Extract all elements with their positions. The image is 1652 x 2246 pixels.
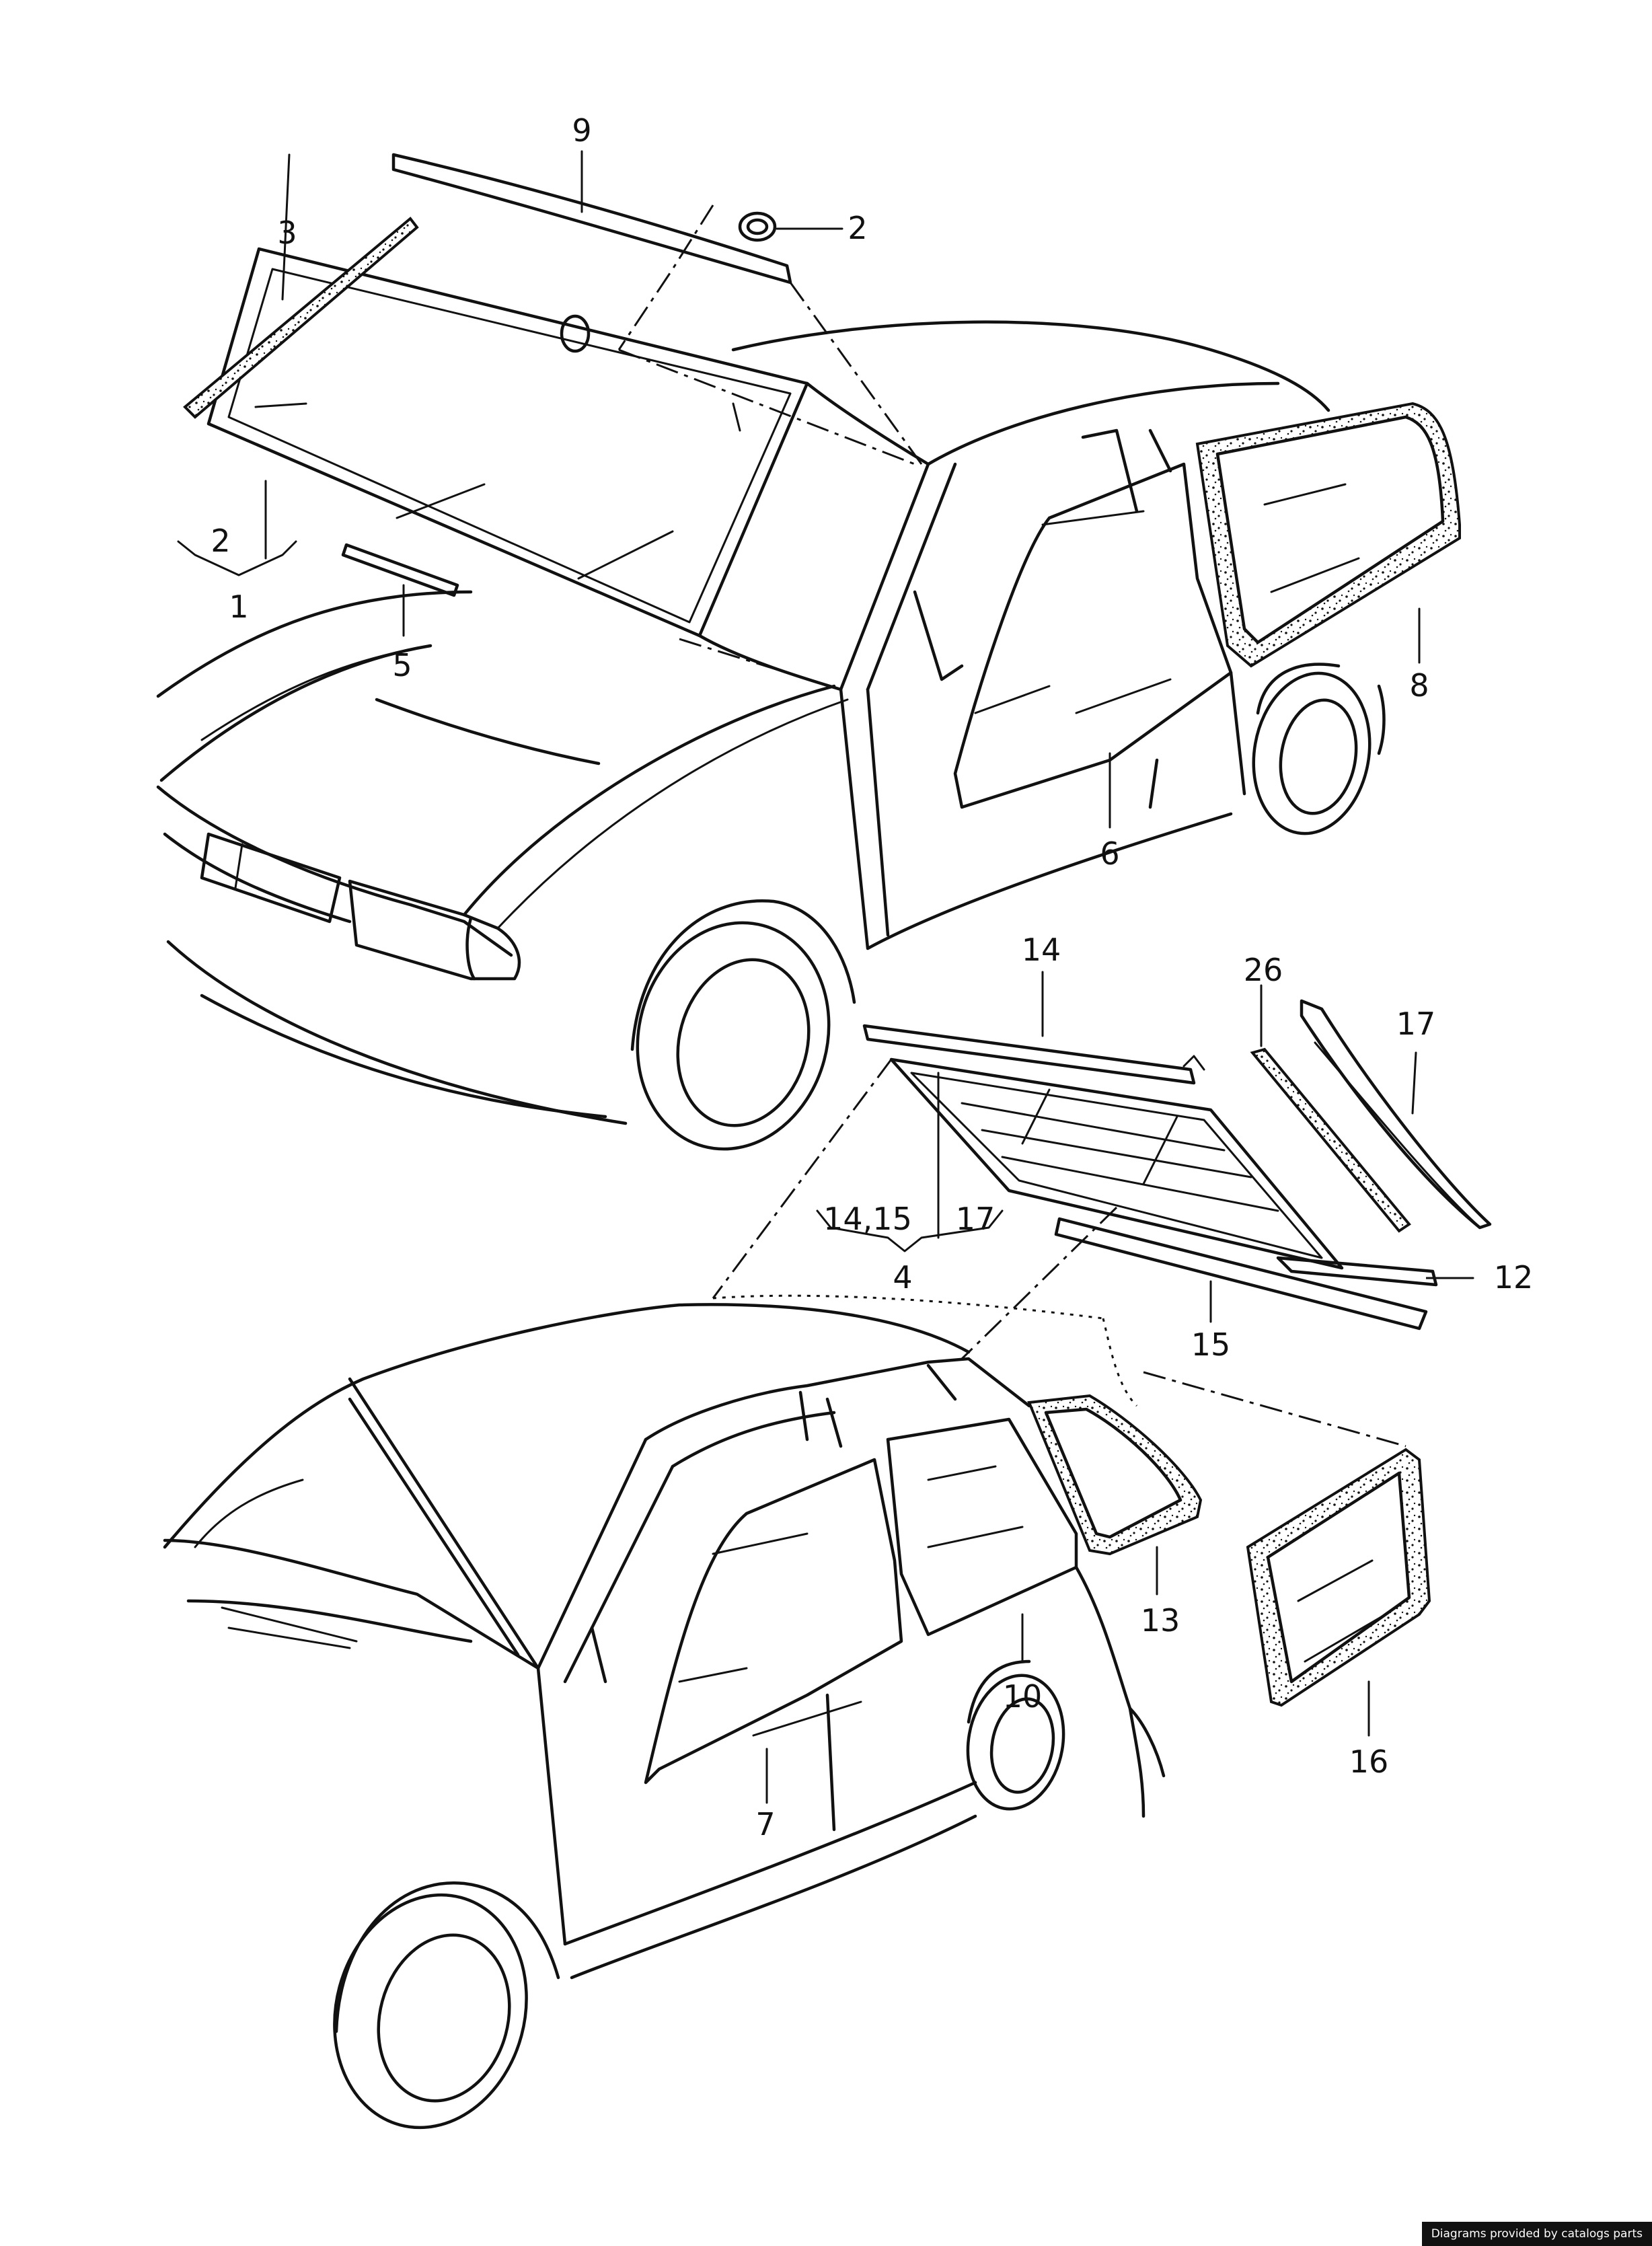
top-guide-lines (617, 204, 923, 691)
leader-lines (177, 150, 1474, 1804)
part-17-seal-strip (1300, 999, 1492, 1230)
callout-10: 10 (1003, 1678, 1043, 1715)
part-14-upper-seal (862, 1024, 1196, 1085)
callout-1: 1 (229, 589, 248, 625)
part-4-rear-window (889, 1057, 1344, 1270)
part-13-quarter-window (1027, 1394, 1203, 1556)
top-car-illustration (156, 247, 1386, 1151)
part-3-trim-strip (183, 217, 419, 419)
callout-15: 15 (1191, 1326, 1231, 1363)
callout-5: 5 (392, 647, 412, 683)
part-26-seal-strip (1250, 1047, 1411, 1233)
callout-2-group: 2 (211, 523, 230, 559)
part-15-lower-seal (1054, 1217, 1428, 1331)
callout-17-group: 17 (956, 1201, 996, 1237)
footer-credit: Diagrams provided by catalogs parts (1421, 2222, 1652, 2246)
callout-26: 26 (1244, 952, 1283, 988)
callout-9: 9 (572, 112, 591, 149)
part-16-side-window (1246, 1448, 1431, 1707)
bottom-car-illustration (163, 1303, 1166, 2130)
callout-16: 16 (1349, 1744, 1389, 1780)
callout-6: 6 (1100, 835, 1119, 872)
callout-8: 8 (1409, 667, 1429, 704)
bottom-dotted-lines (712, 1294, 1138, 1407)
part-9-roof-moulding (391, 153, 792, 285)
callout-4: 4 (893, 1259, 912, 1296)
callout-3: 3 (277, 215, 297, 251)
callout-2-clip: 2 (848, 210, 867, 246)
callout-7: 7 (755, 1806, 775, 1842)
part-5-cowl-trim (341, 543, 459, 597)
callout-17-strip: 17 (1396, 1006, 1436, 1042)
callout-14: 14 (1022, 932, 1061, 968)
part-8-quarter-window (1195, 402, 1461, 668)
part-2-clip (738, 211, 777, 242)
callout-13: 13 (1141, 1602, 1180, 1639)
callout-14-15: 14,15 (823, 1201, 912, 1237)
callout-12: 12 (1494, 1259, 1534, 1296)
